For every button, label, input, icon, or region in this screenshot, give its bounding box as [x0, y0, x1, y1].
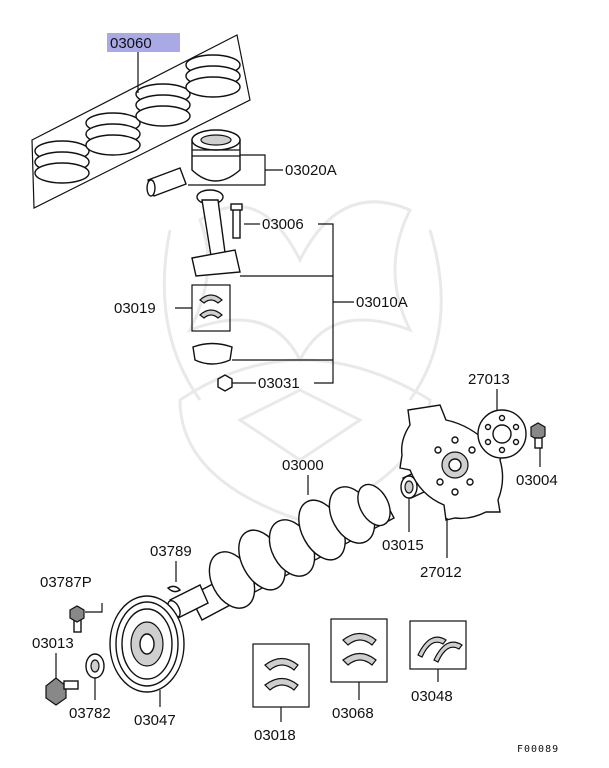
label-03004[interactable]: 03004 [516, 472, 558, 489]
rod-bolt [230, 203, 243, 239]
drive-plate[interactable] [399, 404, 505, 521]
rod-nut-icon[interactable] [217, 374, 233, 392]
label-03787P[interactable]: 03787P [40, 574, 92, 591]
spacer-03015[interactable] [400, 471, 425, 499]
rod-cap[interactable] [192, 342, 233, 365]
piston-pin [146, 167, 187, 197]
bearing-box-03018 [252, 643, 310, 708]
crankshaft-pulley[interactable] [109, 595, 185, 693]
adaptor-plate[interactable] [477, 409, 527, 459]
ring-group-4 [185, 54, 241, 98]
main-bearing-03068[interactable] [342, 632, 377, 666]
bolt-03013-icon[interactable] [45, 677, 79, 706]
label-03031[interactable]: 03031 [258, 375, 300, 392]
label-03000[interactable]: 03000 [282, 457, 324, 474]
label-03020A[interactable]: 03020A [285, 162, 337, 179]
label-03060[interactable]: 03060 [110, 35, 152, 52]
label-27012[interactable]: 27012 [420, 564, 462, 581]
ring-group-3 [135, 83, 191, 127]
bearing-box-03068 [330, 618, 388, 683]
label-03006[interactable]: 03006 [262, 216, 304, 233]
label-27013[interactable]: 27013 [468, 371, 510, 388]
label-03015[interactable]: 03015 [382, 537, 424, 554]
washer-03782[interactable] [85, 653, 105, 679]
label-03068[interactable]: 03068 [332, 705, 374, 722]
label-03048[interactable]: 03048 [411, 688, 453, 705]
ring-group-1 [34, 140, 90, 184]
label-03047[interactable]: 03047 [134, 712, 176, 729]
ring-group-2 [85, 112, 141, 156]
label-03018[interactable]: 03018 [254, 727, 296, 744]
figure-code: F00089 [517, 744, 559, 755]
piston-ring-set[interactable] [31, 34, 251, 209]
rod-bearing-03019[interactable] [199, 294, 223, 319]
label-03013[interactable]: 03013 [32, 635, 74, 652]
crankshaft[interactable] [165, 479, 396, 621]
label-03019[interactable]: 03019 [114, 300, 156, 317]
bolt-03004-icon[interactable] [530, 422, 546, 449]
woodruff-key-icon[interactable] [166, 585, 182, 593]
label-03782[interactable]: 03782 [69, 705, 111, 722]
bolt-03787P-icon[interactable] [69, 605, 85, 633]
piston-assembly[interactable] [146, 129, 241, 197]
thrust-washer-03048[interactable] [417, 636, 463, 663]
label-03010A[interactable]: 03010A [356, 294, 408, 311]
connecting-rod[interactable] [191, 189, 241, 277]
part-number-highlight [107, 33, 180, 52]
crankshaft-webs [208, 483, 391, 609]
label-03789[interactable]: 03789 [150, 543, 192, 560]
main-bearing-03018[interactable] [264, 657, 299, 691]
